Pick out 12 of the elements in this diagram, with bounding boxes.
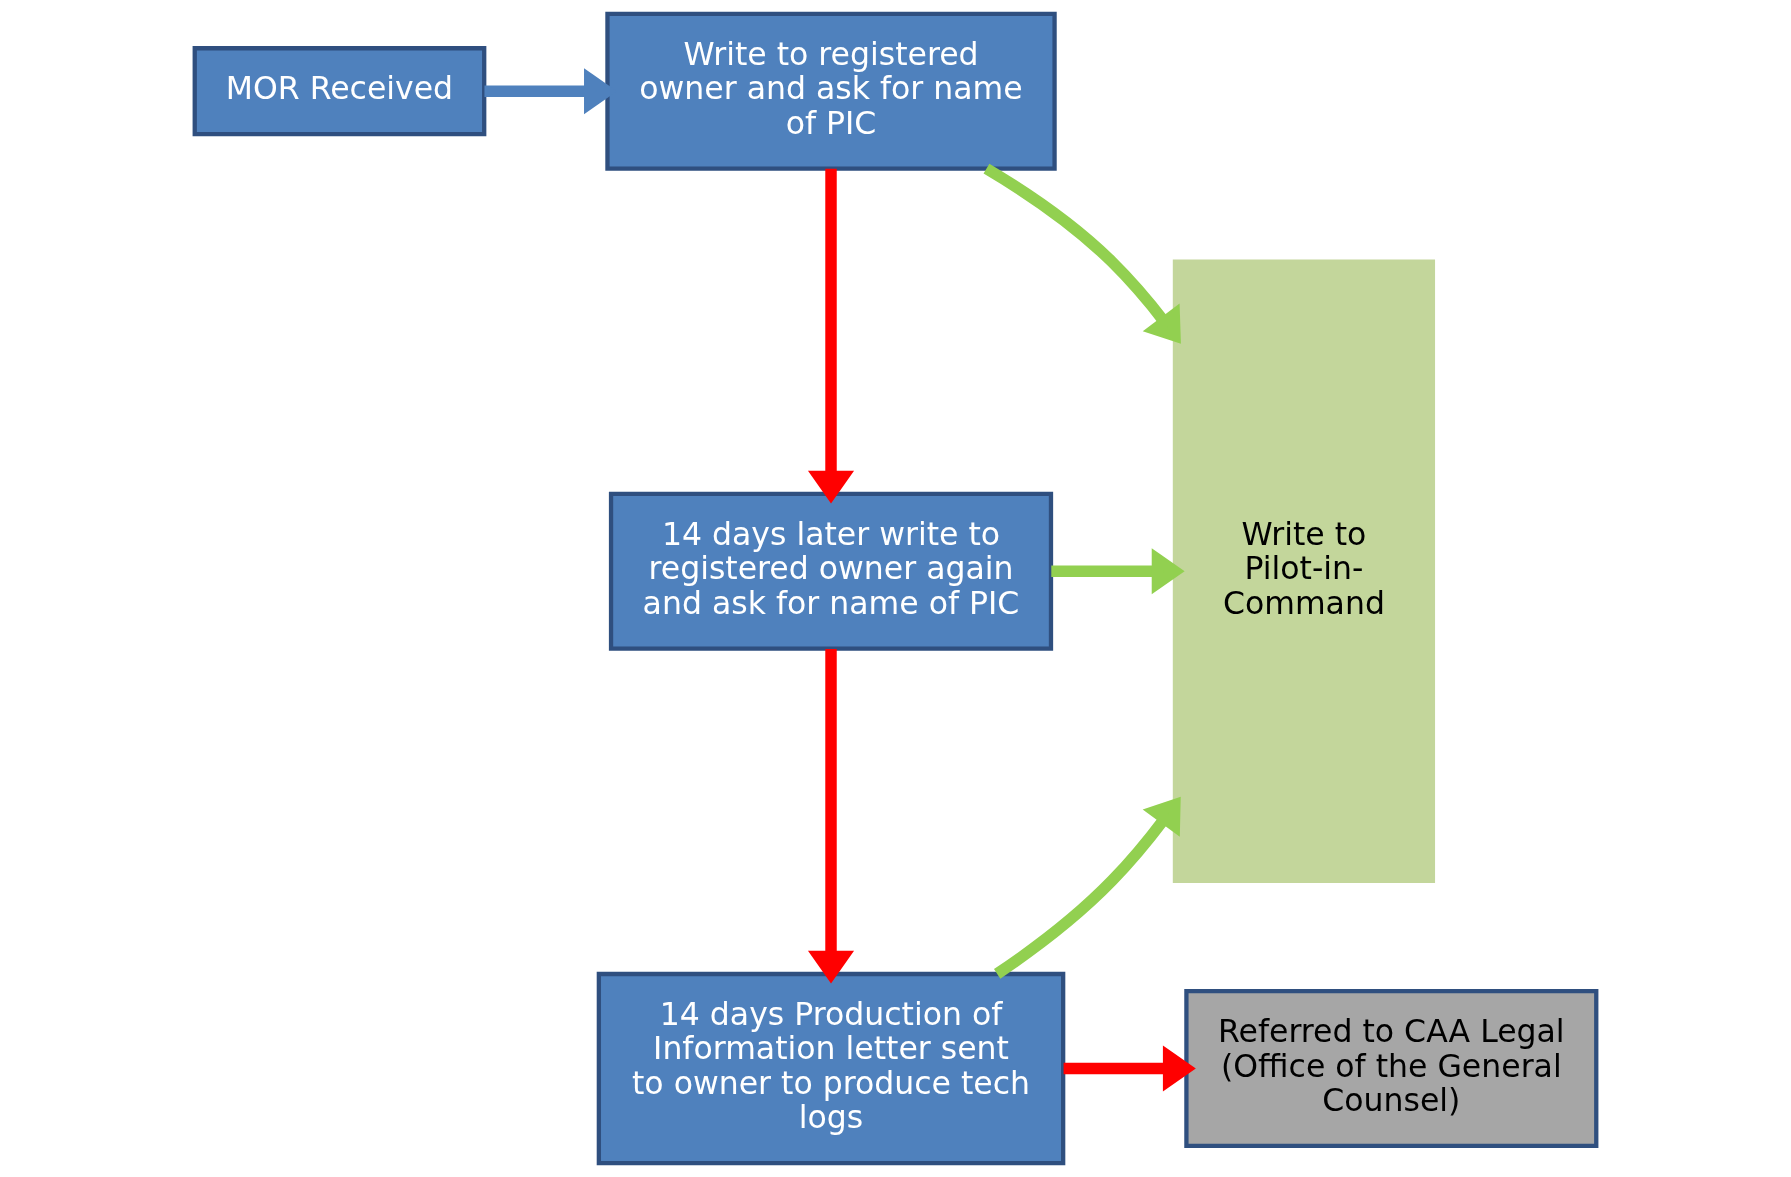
arrow xyxy=(1063,1045,1196,1092)
node-box: 14 days later write to registered owner again and ask for name of PIC xyxy=(608,491,1054,651)
arrow xyxy=(807,168,855,504)
node-box: 14 days Production of Information letter sent to owner to produce tech logs xyxy=(596,971,1066,1166)
arrow xyxy=(983,163,1181,344)
arrow xyxy=(993,796,1181,979)
node-box: Referred to CAA Legal (Office of the General Counsel) xyxy=(1184,989,1599,1149)
arrow xyxy=(1051,548,1185,595)
arrow xyxy=(807,648,855,984)
node-box: MOR Received xyxy=(192,46,487,137)
node-box: Write to Pilot-in-Command xyxy=(1172,259,1436,883)
node-box: Write to registered owner and ask for name of PIC xyxy=(605,11,1057,171)
